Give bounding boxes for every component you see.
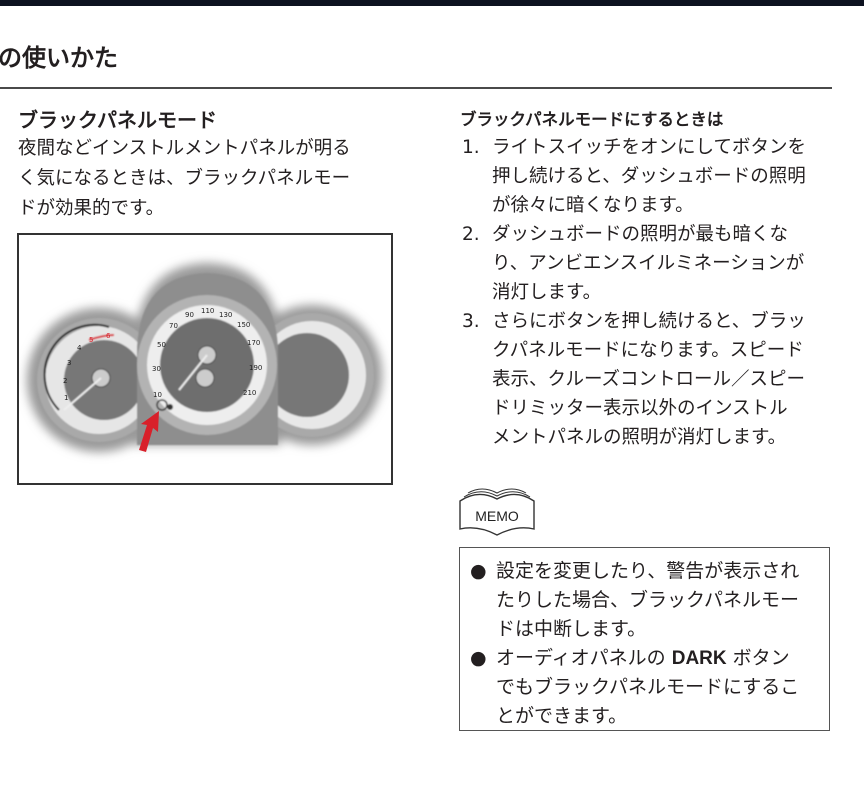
section-body: 夜間などインストルメントパネルが明る く気になるときは、ブラックパネルモー ドが… (18, 134, 351, 224)
svg-text:3: 3 (67, 359, 71, 367)
step-number: 3. (462, 311, 480, 332)
memo-item: ● オーディオパネルの DARK ボタン でもブラックパネルモードにするこ とが… (470, 644, 829, 731)
memo-line: とができます。 (496, 705, 628, 727)
bullet-icon: ● (470, 647, 487, 669)
step-number: 1. (462, 137, 480, 158)
svg-text:10: 10 (153, 391, 162, 399)
step-line: が徐々に暗くなります。 (492, 195, 694, 216)
svg-text:210: 210 (243, 389, 256, 397)
svg-text:4: 4 (77, 344, 82, 352)
step-line: ダッシュボードの照明が最も暗くな (492, 224, 789, 245)
svg-text:1: 1 (64, 394, 68, 402)
memo-line: ドは中断します。 (496, 618, 647, 640)
step-line: 消灯します。 (492, 282, 602, 303)
body-line: ドが効果的です。 (18, 198, 165, 219)
red-arrow-icon (139, 411, 159, 452)
svg-text:110: 110 (201, 307, 214, 315)
section-heading: ブラックパネルモード (18, 108, 217, 132)
step-line: ライトスイッチをオンにしてボタンを (492, 137, 806, 158)
memo-item: ● 設定を変更したり、警告が表示され たりした場合、ブラックパネルモー ドは中断… (470, 557, 829, 644)
memo-text: オーディオパネルの (496, 647, 672, 669)
body-line: 夜間などインストルメントパネルが明る (18, 138, 351, 159)
step-line: さらにボタンを押し続けると、ブラッ (492, 311, 806, 332)
svg-text:130: 130 (219, 311, 232, 319)
step-line: 押し続けると、ダッシュボードの照明 (492, 166, 806, 187)
top-bar (0, 0, 864, 6)
step-line: ドリミッター表示以外のインストル (492, 398, 788, 419)
step-line: り、アンビエンスイルミネーションが (492, 253, 805, 274)
step-2: 2. ダッシュボードの照明が最も暗くな り、アンビエンスイルミネーションが 消灯… (460, 220, 806, 307)
procedure-steps: 1. ライトスイッチをオンにしてボタンを 押し続けると、ダッシュボードの照明 が… (460, 133, 806, 452)
svg-text:170: 170 (247, 339, 260, 347)
memo-label: MEMO (475, 508, 519, 524)
svg-text:70: 70 (169, 322, 178, 330)
memo-line: オーディオパネルの DARK ボタン (496, 644, 829, 673)
step-line: クパネルモードになります。スピード (492, 340, 804, 361)
dark-button (167, 404, 173, 410)
memo-line: でもブラックパネルモードにするこ (496, 676, 800, 698)
page-title: の使いかた (0, 44, 118, 72)
gauge-labels: 1 2 3 4 5 6 10 30 50 70 90 110 130 150 1… (63, 307, 262, 402)
svg-text:30: 30 (152, 365, 161, 373)
svg-text:150: 150 (237, 321, 250, 329)
procedure-heading: ブラックパネルモードにするときは (460, 110, 724, 129)
memo-text: ボタン (726, 647, 790, 669)
svg-text:5: 5 (89, 336, 93, 344)
dashboard-illustration: 1 2 3 4 5 6 10 30 50 70 90 110 130 150 1… (27, 263, 382, 452)
step-line: メントパネルの照明が消灯します。 (492, 427, 787, 448)
memo-box: ● 設定を変更したり、警告が表示され たりした場合、ブラックパネルモー ドは中断… (459, 547, 830, 731)
svg-text:190: 190 (249, 364, 262, 372)
svg-text:6: 6 (106, 332, 111, 340)
memo-book-icon: MEMO (458, 487, 538, 537)
step-number: 2. (462, 224, 480, 245)
instrument-panel-figure: 1 2 3 4 5 6 10 30 50 70 90 110 130 150 1… (17, 233, 393, 485)
svg-text:2: 2 (63, 377, 67, 385)
divider (0, 87, 832, 89)
step-1: 1. ライトスイッチをオンにしてボタンを 押し続けると、ダッシュボードの照明 が… (460, 133, 806, 220)
memo-line: たりした場合、ブラックパネルモー (496, 589, 800, 611)
svg-text:50: 50 (157, 341, 166, 349)
step-3: 3. さらにボタンを押し続けると、ブラッ クパネルモードになります。スピード 表… (460, 307, 806, 452)
dark-button-label: DARK (671, 648, 727, 669)
memo-line: 設定を変更したり、警告が表示され (496, 560, 800, 582)
svg-text:90: 90 (185, 311, 194, 319)
bullet-icon: ● (470, 560, 487, 582)
step-line: 表示、クルーズコントロール／スピー (492, 369, 806, 390)
body-line: く気になるときは、ブラックパネルモー (18, 168, 351, 189)
